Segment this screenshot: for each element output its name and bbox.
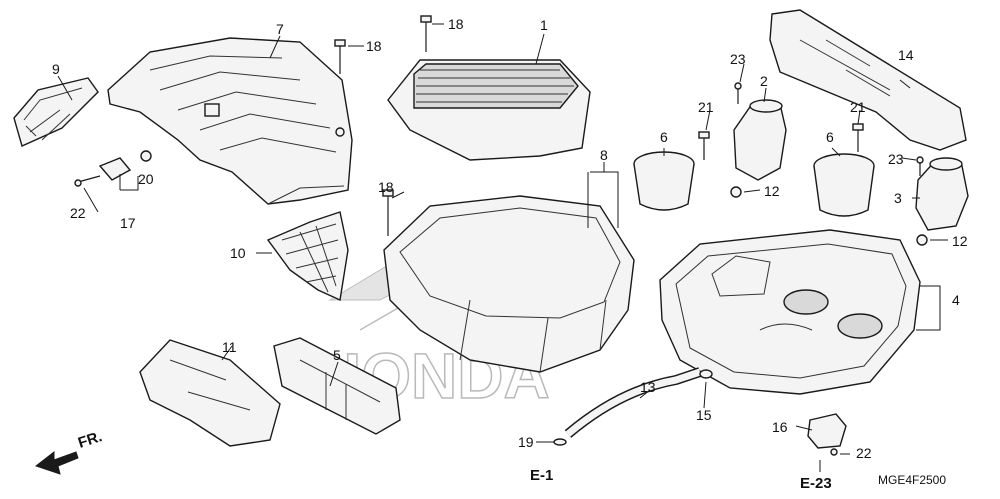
callout-11: 11 bbox=[222, 339, 237, 355]
callout-19: 19 bbox=[518, 434, 534, 450]
part-14-bracket bbox=[769, 9, 967, 151]
part-17-valve bbox=[74, 150, 152, 187]
part-13-hose bbox=[564, 367, 713, 438]
callout-6-right: 6 bbox=[826, 129, 834, 145]
front-arrow-label: FR. bbox=[76, 428, 104, 452]
callout-18-top: 18 bbox=[448, 16, 464, 32]
callout-22-left: 22 bbox=[70, 205, 86, 221]
callout-9: 9 bbox=[52, 61, 60, 77]
callout-3: 3 bbox=[894, 190, 902, 206]
part-2-elbow bbox=[733, 99, 787, 181]
callout-18-case: 18 bbox=[378, 179, 394, 195]
callout-21-right: 21 bbox=[850, 99, 866, 115]
part-16-sensor bbox=[807, 413, 847, 456]
callout-12-lower: 12 bbox=[952, 233, 968, 249]
callout-10: 10 bbox=[230, 245, 246, 261]
part-6-ring-right bbox=[813, 153, 875, 217]
callout-20: 20 bbox=[138, 171, 154, 187]
bolts bbox=[334, 15, 928, 446]
part-6-ring-left bbox=[633, 151, 695, 211]
callout-5: 5 bbox=[333, 347, 341, 363]
callout-18-cover: 18 bbox=[366, 38, 382, 54]
reference-e23: E-23 bbox=[800, 475, 832, 492]
leader-lines bbox=[57, 23, 948, 472]
callout-15: 15 bbox=[696, 407, 712, 423]
callout-6-left: 6 bbox=[660, 129, 668, 145]
part-3-elbow bbox=[915, 157, 969, 231]
callout-21-left: 21 bbox=[698, 99, 714, 115]
callout-12-upper: 12 bbox=[764, 183, 780, 199]
part-1-filter bbox=[387, 59, 591, 161]
front-direction-arrow: FR. bbox=[34, 428, 104, 475]
drawing-code: MGE4F2500 bbox=[878, 473, 946, 487]
callout-13: 13 bbox=[640, 379, 656, 395]
part-8-case bbox=[383, 195, 635, 373]
callout-17: 17 bbox=[120, 215, 136, 231]
callout-16: 16 bbox=[772, 419, 788, 435]
callout-22-right: 22 bbox=[856, 445, 872, 461]
part-10-mesh-duct bbox=[266, 211, 349, 302]
callout-4: 4 bbox=[952, 292, 960, 308]
part-5-panel bbox=[273, 337, 401, 435]
reference-e1: E-1 bbox=[530, 467, 553, 484]
callout-labels: 1 2 3 4 5 6 6 7 8 9 10 11 12 12 13 14 15… bbox=[52, 16, 968, 492]
part-4-housing bbox=[659, 229, 921, 395]
callout-14: 14 bbox=[898, 47, 914, 63]
part-9-funnel bbox=[13, 77, 99, 147]
callout-8: 8 bbox=[600, 147, 608, 163]
part-7-cover bbox=[107, 37, 353, 205]
callout-1: 1 bbox=[540, 17, 548, 33]
callout-2: 2 bbox=[760, 73, 768, 89]
callout-23-right: 23 bbox=[888, 151, 904, 167]
callout-23-upper: 23 bbox=[730, 51, 746, 67]
part-11-cover bbox=[139, 339, 281, 447]
callout-7: 7 bbox=[276, 21, 284, 37]
